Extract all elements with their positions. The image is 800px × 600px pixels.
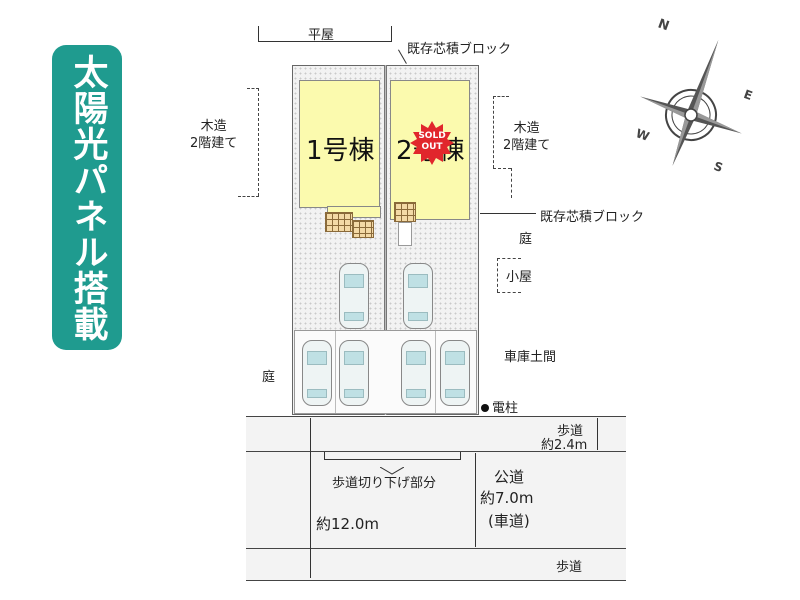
- garden-left-label: 庭: [262, 370, 276, 385]
- dimension-line: [475, 453, 476, 547]
- block-wall-right-label: 既存芯積ブロック: [540, 210, 645, 225]
- car: [401, 340, 431, 406]
- garage-floor-label: 車庫土間: [504, 350, 557, 365]
- house-1: [299, 80, 380, 208]
- car: [339, 340, 369, 406]
- entrance-1-step: [352, 220, 374, 238]
- dimension-line: [310, 418, 311, 578]
- sidewalk-bottom-label: 歩道: [556, 560, 583, 575]
- neighbor-right-outline: [493, 96, 494, 168]
- entrance-2-porch: [394, 202, 416, 222]
- entrance-2-step: [398, 222, 412, 246]
- badge-text: 太陽光パネル搭載: [67, 53, 108, 342]
- wood-right-text: 木造 2階建て: [503, 121, 551, 153]
- dimension-line: [597, 418, 598, 450]
- parking-divider: [335, 331, 336, 413]
- shed-outline: [497, 258, 498, 292]
- car: [440, 340, 470, 406]
- road-width-label: 約7.0m: [480, 489, 534, 507]
- car: [403, 263, 433, 329]
- garden-right-label: 庭: [519, 232, 533, 247]
- leader-line: [480, 213, 536, 214]
- utility-pole-label: 電柱: [492, 401, 519, 416]
- car: [302, 340, 332, 406]
- public-road-label: 公道: [494, 468, 525, 486]
- road-edge-line: [246, 580, 626, 581]
- entrance-1-porch: [325, 212, 353, 232]
- car: [339, 263, 369, 329]
- curb-cut-bracket: [324, 452, 461, 460]
- sidewalk-line: [246, 451, 626, 452]
- leader-line: [398, 49, 407, 64]
- neighbor-right-outline: [493, 168, 511, 169]
- lot-divider: [384, 65, 387, 415]
- neighbor-right-outline: [511, 168, 512, 198]
- sold-out-text: SOLD OUT: [418, 131, 446, 152]
- curb-cut-label: 歩道切り下げ部分: [332, 476, 437, 491]
- parking-divider: [435, 331, 436, 413]
- wood-left-text: 木造 2階建て: [190, 119, 238, 151]
- neighbor-left-outline: [238, 196, 259, 197]
- sidewalk-line: [246, 548, 626, 549]
- neighbor-left-outline: [247, 88, 259, 89]
- shed-outline: [497, 292, 521, 293]
- neighbor-top-label: 平屋: [308, 28, 335, 43]
- curb-cut-pointer: [379, 460, 405, 475]
- sold-out-badge: SOLD OUT: [409, 120, 455, 166]
- block-wall-top-label: 既存芯積ブロック: [407, 42, 512, 57]
- house-1-title: 1号棟: [306, 136, 375, 166]
- neighbor-left-outline: [258, 88, 259, 196]
- road-edge-line: [246, 416, 626, 417]
- compass-icon: N E S W: [632, 16, 762, 176]
- wood-left-label: 木造 2階建て: [190, 118, 237, 152]
- solar-panel-badge: 太陽光パネル搭載: [52, 45, 122, 350]
- shed-label: 小屋: [506, 270, 533, 285]
- wood-right-label: 木造 2階建て: [503, 120, 550, 154]
- sidewalk-top-label: 歩道: [557, 424, 584, 439]
- sold-out-burst-icon: [410, 121, 454, 165]
- total-width-label: 約12.0m: [316, 515, 380, 533]
- neighbor-bracket: [258, 26, 392, 42]
- shed-outline: [497, 258, 521, 259]
- neighbor-right-outline: [493, 96, 509, 97]
- utility-pole-icon: [481, 404, 489, 412]
- road: [246, 416, 626, 580]
- carriageway-label: (車道): [488, 512, 530, 530]
- sidewalk-top-width-label: 約2.4m: [541, 438, 588, 453]
